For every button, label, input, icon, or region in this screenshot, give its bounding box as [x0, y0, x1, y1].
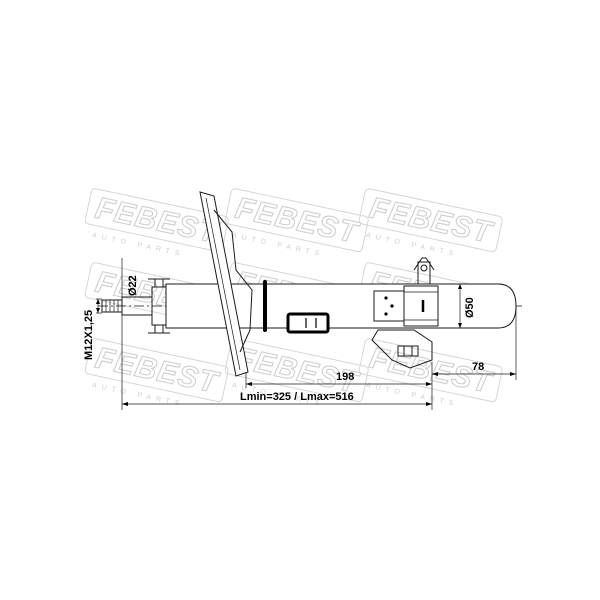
dimension-198: 198 — [245, 362, 433, 388]
watermark-row-1-right: FEBEST AUTO PARTS — [358, 188, 503, 259]
dimension-body-diameter: Ø50 — [458, 284, 476, 328]
body-diameter-label: Ø50 — [464, 297, 476, 318]
length-range-label: Lmin=325 / Lmax=516 — [240, 391, 354, 403]
bump-stop — [286, 312, 330, 334]
rod-diameter-label: Ø22 — [127, 275, 139, 296]
bolt-hole-1 — [384, 296, 388, 300]
dimension-length: Lmin=325 / Lmax=516 — [121, 320, 433, 410]
spring-seat-plate — [199, 191, 253, 377]
bolt-hole-3 — [384, 312, 388, 316]
dimension-78: 78 — [432, 306, 517, 380]
dimension-thread: M12X1,25 — [83, 298, 102, 360]
thread-label: M12X1,25 — [83, 310, 95, 360]
distance-198-label: 198 — [336, 371, 354, 383]
knuckle-bracket — [373, 285, 439, 327]
distance-78-label: 78 — [472, 361, 484, 373]
threaded-stud — [101, 299, 123, 313]
sensor-clip-top — [413, 257, 435, 284]
watermark-row-1-mid: FEBEST AUTO PARTS — [224, 188, 369, 259]
bolt-hole-2 — [390, 304, 394, 308]
lower-bracket — [371, 329, 433, 369]
dimension-rod-diameter: Ø22 — [121, 258, 139, 320]
